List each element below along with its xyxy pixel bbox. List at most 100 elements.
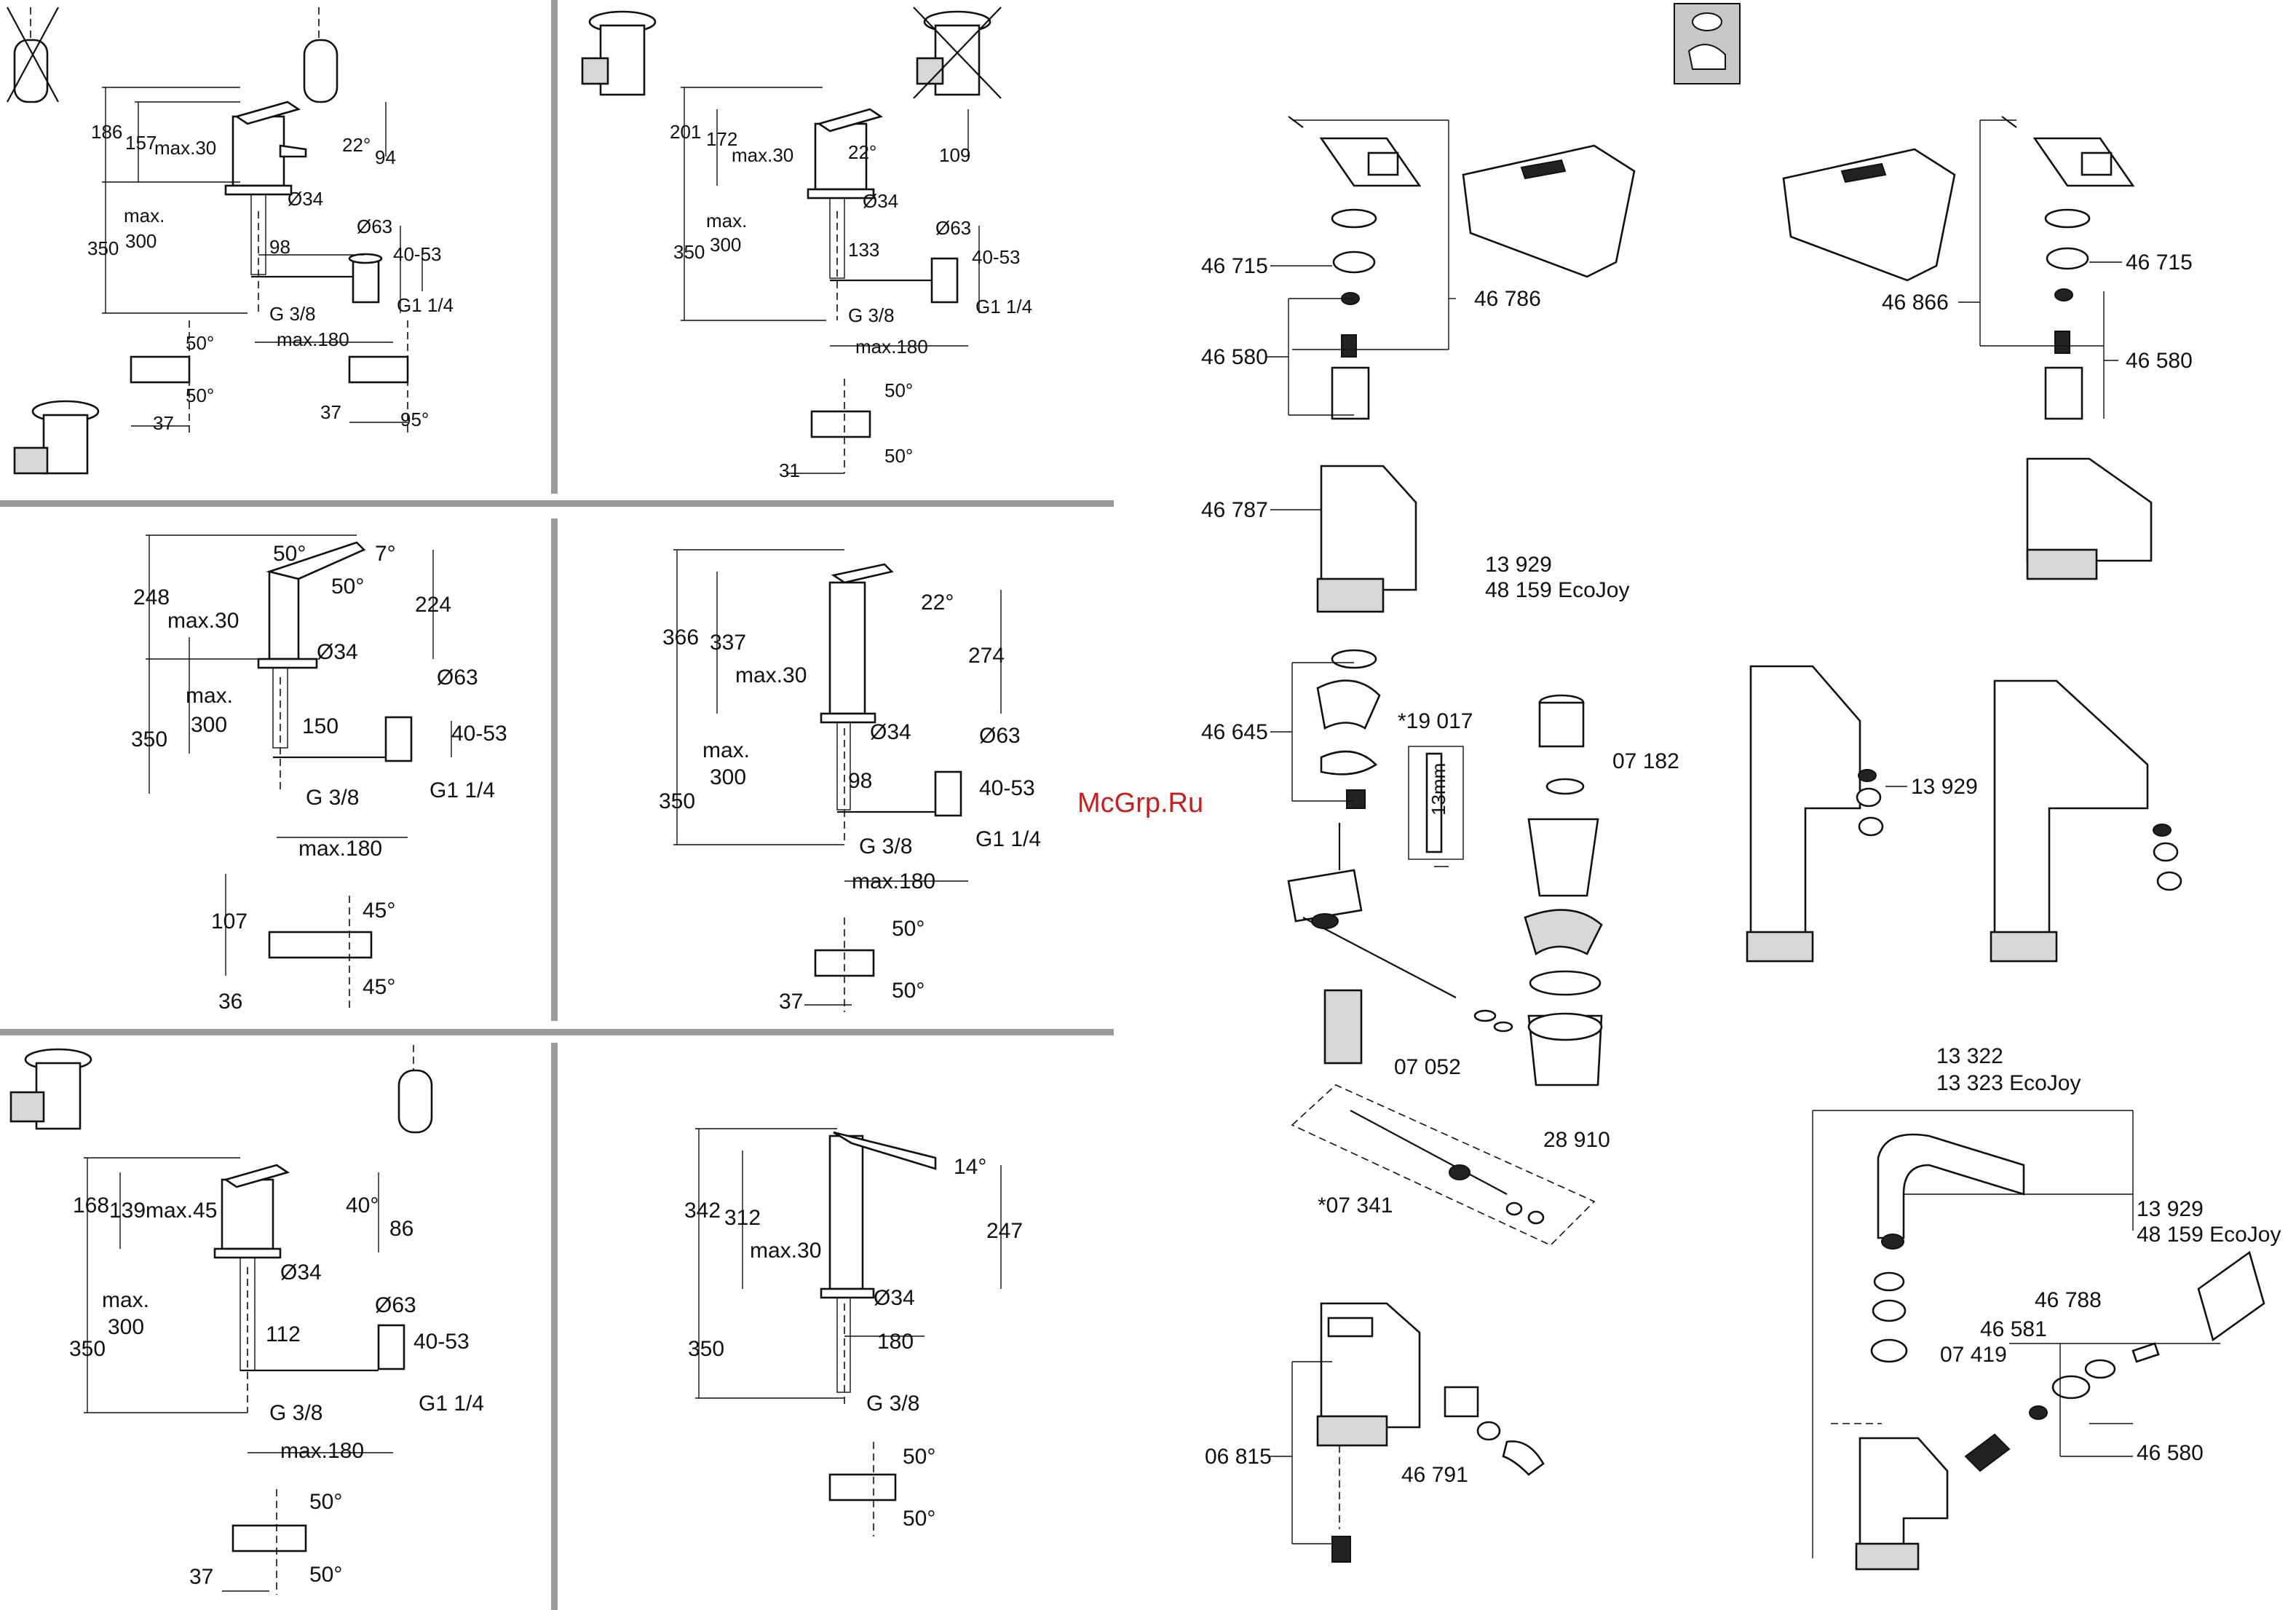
tall-faucet-a	[1746, 665, 1907, 963]
part-number-labels: 46 715 46 786 46 580 46 787 13 929 48 15…	[1201, 250, 2281, 1487]
dim-168: 168	[73, 1193, 109, 1218]
dim-max180: max.180	[298, 837, 382, 861]
panel2-labels: 201 172 max.30 22° 109 Ø34 350 max. 300 …	[670, 121, 1032, 481]
high-spout-mixer	[1812, 1110, 2265, 1571]
dim-350: 350	[87, 237, 119, 259]
dim-angle-45b: 45°	[363, 975, 395, 999]
dim-max30: max.30	[154, 137, 216, 159]
dim-angle-50a: 50°	[903, 1445, 935, 1469]
dim-angle-50b: 50°	[903, 1507, 935, 1531]
dim-36: 36	[218, 990, 242, 1014]
pop-up-waste-icon	[9, 1048, 92, 1130]
dim-angle-50b: 50°	[884, 445, 913, 467]
pop-up-waste-icon	[13, 400, 100, 475]
dim-angle-50a: 50°	[273, 542, 306, 566]
dim-angle-95: 95°	[400, 409, 429, 430]
part-06815: 06 815	[1205, 1445, 1272, 1469]
dim-g38: G 3/8	[859, 834, 912, 859]
dim-274: 274	[968, 644, 1005, 668]
part-46715-right: 46 715	[2126, 250, 2193, 275]
dim-112: 112	[266, 1322, 301, 1346]
dim-angle-50a: 50°	[884, 379, 913, 401]
part-46787: 46 787	[1201, 498, 1268, 522]
part-13929-left: 13 929	[1485, 553, 1552, 577]
dim-max180: max.180	[855, 336, 928, 358]
dim-max30: max.30	[167, 609, 239, 633]
dim-37: 37	[779, 990, 803, 1014]
chain-plug-icon	[303, 7, 339, 103]
top-view	[804, 918, 875, 1012]
dimension-lines	[146, 534, 452, 838]
dim-40-53: 40-53	[393, 243, 442, 265]
dim-312: 312	[724, 1206, 761, 1230]
dim-max45: max.45	[146, 1199, 217, 1223]
faucet-body	[213, 1164, 405, 1413]
dim-g38: G 3/8	[848, 304, 895, 326]
dim-342: 342	[684, 1199, 721, 1223]
dim-98: 98	[269, 236, 290, 258]
top-view	[225, 874, 373, 1012]
right-cartridge-stack	[1958, 116, 2153, 580]
exploded-spare-parts: 46 715 46 786 46 580 46 787 13 929 48 15…	[1201, 3, 2281, 1571]
pop-up-waste-assembly	[1524, 694, 1603, 1086]
dim-g114: G1 1/4	[397, 294, 454, 316]
dim-337: 337	[710, 631, 746, 655]
dim-max30: max.30	[732, 144, 793, 166]
dim-max180: max.180	[277, 328, 349, 350]
dim-40-53: 40-53	[413, 1330, 470, 1354]
watermark-text: McGrp.Ru	[1077, 788, 1203, 818]
dim-dia63: Ø63	[357, 216, 392, 237]
part-13mm: 13mm	[1428, 763, 1449, 816]
dim-98: 98	[848, 769, 872, 793]
dim-139: 139	[109, 1199, 146, 1223]
dim-150: 150	[302, 714, 339, 738]
dim-max: max.	[702, 738, 750, 762]
part-46580-right: 46 580	[2126, 349, 2193, 373]
panel-bidet-mixer: 168 139 max.45 40° 86 Ø34 max. Ø63 300 1…	[9, 1045, 484, 1595]
bidet-body	[1270, 1302, 1545, 1563]
part-48159-spout: 48 159 EcoJoy	[2137, 1223, 2281, 1247]
dim-247: 247	[986, 1219, 1023, 1243]
dim-max30: max.30	[735, 663, 807, 687]
dim-angle-40: 40°	[346, 1193, 379, 1218]
part-46580-left: 46 580	[1201, 345, 1268, 369]
left-cartridge-stack	[1267, 116, 1449, 809]
panel6-labels: 342 312 14° 247 max.30 Ø34 180 350 G 3/8…	[684, 1155, 1023, 1531]
part-13929-spout: 13 929	[2137, 1197, 2204, 1221]
dim-g38: G 3/8	[866, 1392, 919, 1416]
top-view	[130, 320, 409, 437]
dim-g38: G 3/8	[306, 786, 359, 810]
dim-dia34: Ø34	[870, 720, 911, 744]
pull-rod-linkage	[1287, 823, 1513, 1065]
part-07419: 07 419	[1940, 1343, 2007, 1367]
dim-dia34: Ø34	[280, 1260, 322, 1285]
top-view	[786, 379, 871, 474]
dim-224: 224	[415, 593, 451, 617]
dim-dia63: Ø63	[437, 666, 478, 690]
dim-86: 86	[389, 1217, 413, 1241]
part-46715-left: 46 715	[1201, 254, 1268, 278]
dim-angle-50a: 50°	[186, 332, 214, 354]
dim-max: max.	[706, 210, 747, 232]
part-48159-left: 48 159 EcoJoy	[1485, 578, 1629, 602]
tool-13mm	[1408, 746, 1464, 860]
dim-max180: max.180	[852, 869, 935, 893]
dim-angle-7: 7°	[375, 542, 396, 566]
dim-dia34: Ø34	[874, 1286, 915, 1310]
part-46581: 46 581	[1980, 1317, 2047, 1341]
dim-max: max.	[124, 205, 165, 226]
rod-kit-box	[1291, 1084, 1596, 1246]
part-07182: 07 182	[1612, 749, 1679, 773]
right-cover-shroud	[1782, 148, 1956, 282]
dim-37b: 37	[320, 401, 341, 423]
no-pop-up-waste-icon	[913, 7, 1002, 99]
dim-g114: G1 1/4	[429, 778, 495, 802]
dim-angle-50a: 50°	[309, 1490, 342, 1514]
dim-248: 248	[133, 585, 170, 609]
part-13323: 13 323 EcoJoy	[1936, 1071, 2081, 1095]
dimension-lines	[102, 87, 423, 343]
part-46788: 46 788	[2035, 1288, 2102, 1312]
pop-up-waste-icon	[581, 10, 657, 96]
chain-plug-icon	[397, 1045, 433, 1134]
